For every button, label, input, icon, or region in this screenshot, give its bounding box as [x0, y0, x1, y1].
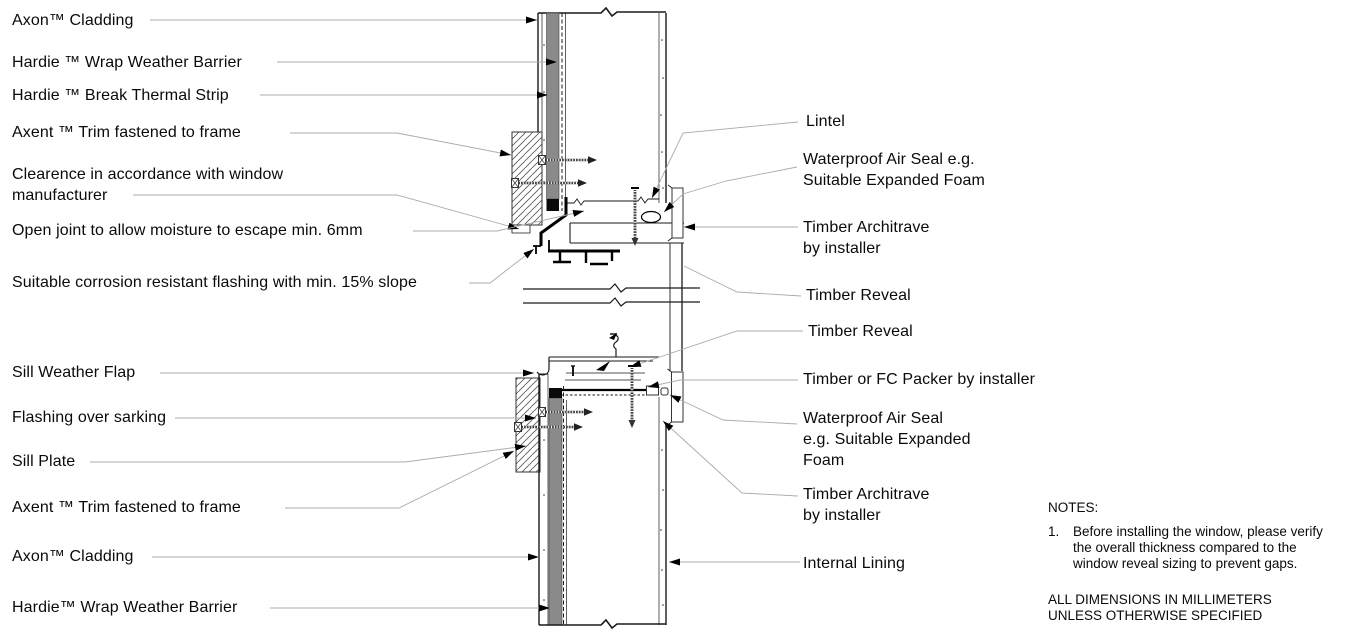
- label-corrosion-flashing: Suitable corrosion resistant flashing wi…: [12, 274, 418, 291]
- bottom-break-line: [539, 618, 666, 630]
- middle-break: [523, 243, 700, 371]
- label-axent-trim-top: Axent ™ Trim fastened to frame: [12, 124, 241, 141]
- head-reveal-board: [569, 222, 684, 244]
- sill-flap-upright: [613, 334, 619, 357]
- label-timber-reveal-2: Timber Reveal: [808, 323, 913, 340]
- screw-vertical-head: [631, 187, 639, 246]
- label-wrap-barrier-bottom: Hardie™ Wrap Weather Barrier: [12, 599, 238, 616]
- notes-block: NOTES: 1. Before installing the window, …: [1048, 500, 1366, 624]
- top-break-line: [538, 6, 666, 18]
- label-open-joint: Open joint to allow moisture to escape m…: [12, 222, 363, 239]
- label-sill-plate: Sill Plate: [12, 453, 76, 470]
- leader-axent-trim-top: [290, 132, 512, 157]
- label-sill-weather-flap: Sill Weather Flap: [12, 364, 136, 381]
- air-seal-block: [660, 387, 669, 396]
- notes-heading: NOTES:: [1048, 500, 1099, 515]
- screw-horizontal-1: [538, 155, 597, 165]
- label-air-seal-head: Waterproof Air Seal e.g. Suitable Expand…: [803, 151, 985, 189]
- leader-lines: [90, 16, 803, 612]
- leader-air-seal-sill: [669, 394, 798, 425]
- label-clearance: Clearence in accordance with window manu…: [12, 166, 284, 204]
- label-packer: Timber or FC Packer by installer: [803, 371, 1035, 388]
- leader-timber-reveal-2: [629, 330, 803, 368]
- label-axon-cladding-top: Axon™ Cladding: [12, 12, 134, 29]
- leader-lintel: [651, 121, 799, 199]
- note-text: Before installing the window, please ver…: [1073, 524, 1323, 571]
- screw-vertical-sill: [628, 365, 636, 428]
- label-air-seal-sill: Waterproof Air Seal e.g. Suitable Expand…: [803, 410, 971, 469]
- label-axon-cladding-bottom: Axon™ Cladding: [12, 548, 134, 565]
- label-axent-trim-bottom: Axent ™ Trim fastened to frame: [12, 499, 241, 516]
- screw-horizontal-2: [511, 178, 587, 188]
- leader-open-joint: [413, 210, 585, 232]
- label-thermal-strip: Hardie ™ Break Thermal Strip: [12, 87, 229, 104]
- leader-architrave-sill: [662, 420, 799, 497]
- leader-corrosion-flashing: [469, 248, 535, 284]
- label-flashing-sarking: Flashing over sarking: [12, 409, 167, 426]
- window-head-frame: [548, 249, 620, 266]
- leader-clearance: [133, 194, 520, 230]
- screw-horizontal-4: [514, 422, 583, 432]
- label-lintel: Lintel: [806, 113, 845, 130]
- cladding-panel: [546, 12, 560, 200]
- thermal-strip-cap-lower: [549, 388, 562, 398]
- label-wrap-barrier-top: Hardie ™ Wrap Weather Barrier: [12, 54, 242, 71]
- leader-air-seal-head: [663, 166, 798, 213]
- label-internal-lining: Internal Lining: [803, 555, 906, 572]
- leader-timber-reveal-1: [683, 265, 802, 297]
- dimensions-note: ALL DIMENSIONS IN MILLIMETERS UNLESS OTH…: [1048, 592, 1272, 623]
- flashing-profile: [539, 197, 568, 246]
- note-item: 1. Before installing the window, please …: [1048, 524, 1366, 572]
- label-architrave-head: Timber Architrave by installer: [803, 219, 930, 257]
- head-architrave: [671, 187, 684, 239]
- cladding-panel-lower: [548, 397, 563, 626]
- note-number: 1.: [1048, 524, 1060, 539]
- label-architrave-sill: Timber Architrave by installer: [803, 486, 930, 524]
- leader-axent-trim-bottom: [285, 450, 515, 509]
- label-timber-reveal-1: Timber Reveal: [806, 287, 911, 304]
- seal-oval: [640, 210, 662, 224]
- thermal-strip-cap: [546, 199, 559, 211]
- sill-flap-profile: [549, 356, 659, 362]
- leader-packer: [647, 379, 798, 389]
- sill-detail: [514, 333, 684, 630]
- head-detail: [511, 6, 684, 266]
- screw-horizontal-3: [538, 407, 593, 417]
- leader-sill-plate: [90, 443, 527, 463]
